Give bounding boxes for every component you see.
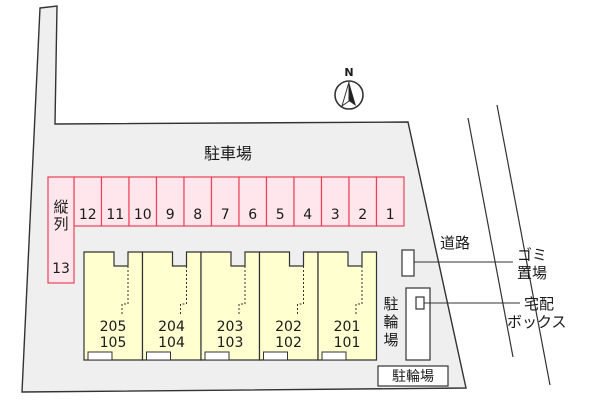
parking-space-6: 6 <box>238 176 268 227</box>
parking-space-number: 2 <box>358 207 367 223</box>
bike-char-3: 場 <box>383 331 399 349</box>
road-label: 道路 <box>440 234 471 252</box>
parking-space-number: 9 <box>166 207 175 223</box>
parking-space-number: 7 <box>221 207 230 223</box>
parking-space-13 <box>47 176 75 284</box>
road-line-right <box>496 104 551 386</box>
garbage-station <box>401 249 415 277</box>
bike-char-2: 輪 <box>383 313 399 331</box>
bike-parking-vertical-label: 駐 輪 場 <box>382 295 400 349</box>
unit-upper-number: 205 <box>100 319 127 335</box>
parking-space-number: 8 <box>193 207 202 223</box>
parking-space-box <box>155 176 185 227</box>
unit-lower-number: 103 <box>217 335 244 351</box>
parking-space-box <box>238 176 268 227</box>
north-arrow: N <box>334 66 364 110</box>
parking-row: 12 11 10 9 8 7 6 5 4 3 2 1 <box>73 176 405 227</box>
unit-lower-number: 102 <box>275 335 302 351</box>
bike-parking-bottom-box <box>377 365 449 387</box>
parking-space-5: 5 <box>265 176 295 227</box>
parking-space-1: 1 <box>375 176 405 227</box>
parking-space-number: 10 <box>134 207 152 223</box>
parking-space-box <box>265 176 295 227</box>
parking-space-number: 5 <box>276 207 285 223</box>
parking-space-number: 3 <box>331 207 340 223</box>
unit-lower-number: 105 <box>100 335 127 351</box>
bike-parking-bottom-label: 駐輪場 <box>392 368 434 385</box>
parking-space-7: 7 <box>210 176 240 227</box>
north-label: N <box>344 66 353 79</box>
unit-lower-number: 101 <box>334 335 361 351</box>
parking-space-10: 10 <box>128 176 158 227</box>
parking-space-2: 2 <box>348 176 378 227</box>
parking-title: 駐車場 <box>204 144 252 163</box>
parking-space-number: 1 <box>386 207 395 223</box>
parking-space-number: 6 <box>248 207 257 223</box>
unit-lower-number: 104 <box>158 335 185 351</box>
unit-upper-number: 204 <box>158 319 185 335</box>
vertical-space-number: 13 <box>52 261 70 277</box>
unit-stair-line <box>180 266 187 316</box>
delivery-label-line2: ボックス <box>507 313 567 331</box>
parking-space-8: 8 <box>183 176 213 227</box>
unit-entry <box>321 351 347 361</box>
parking-space-number: 4 <box>303 207 312 223</box>
parking-space-box <box>320 176 350 227</box>
garbage-label-line1: ゴミ <box>517 246 548 264</box>
unit-entry <box>204 351 230 361</box>
road-line-left <box>467 117 514 358</box>
unit-upper-number: 203 <box>217 319 244 335</box>
unit-entry <box>263 351 288 361</box>
parking-space-box <box>183 176 213 227</box>
parking-space-box <box>210 176 240 227</box>
parking-space-number: 12 <box>79 207 97 223</box>
unit-upper-number: 202 <box>275 319 302 335</box>
delivery-box <box>415 296 425 310</box>
parking-space-3: 3 <box>320 176 350 227</box>
parking-space-box <box>375 176 405 227</box>
parking-space-box <box>348 176 378 227</box>
unit-entry <box>87 351 113 361</box>
vertical-space-word-text: 縦列 <box>53 198 69 233</box>
unit-stair-line <box>355 266 363 316</box>
garbage-label-line2: 置場 <box>517 264 548 282</box>
parking-space-4: 4 <box>293 176 323 227</box>
delivery-label-line1: 宅配 <box>524 295 555 313</box>
bike-char-1: 駐 <box>383 295 399 313</box>
parking-space-12: 12 <box>73 176 103 227</box>
unit-stair-line <box>297 266 304 316</box>
unit-stair-line <box>238 266 246 316</box>
parking-space-box <box>293 176 323 227</box>
parking-space-box <box>73 176 103 227</box>
parking-space-9: 9 <box>155 176 185 227</box>
unit-entry <box>146 351 171 361</box>
parking-space-11: 11 <box>100 176 130 227</box>
unit-stair-line <box>121 266 129 316</box>
unit-upper-number: 201 <box>334 319 361 335</box>
vertical-space-word: 縦列 <box>52 199 70 233</box>
parking-space-number: 11 <box>106 207 124 223</box>
